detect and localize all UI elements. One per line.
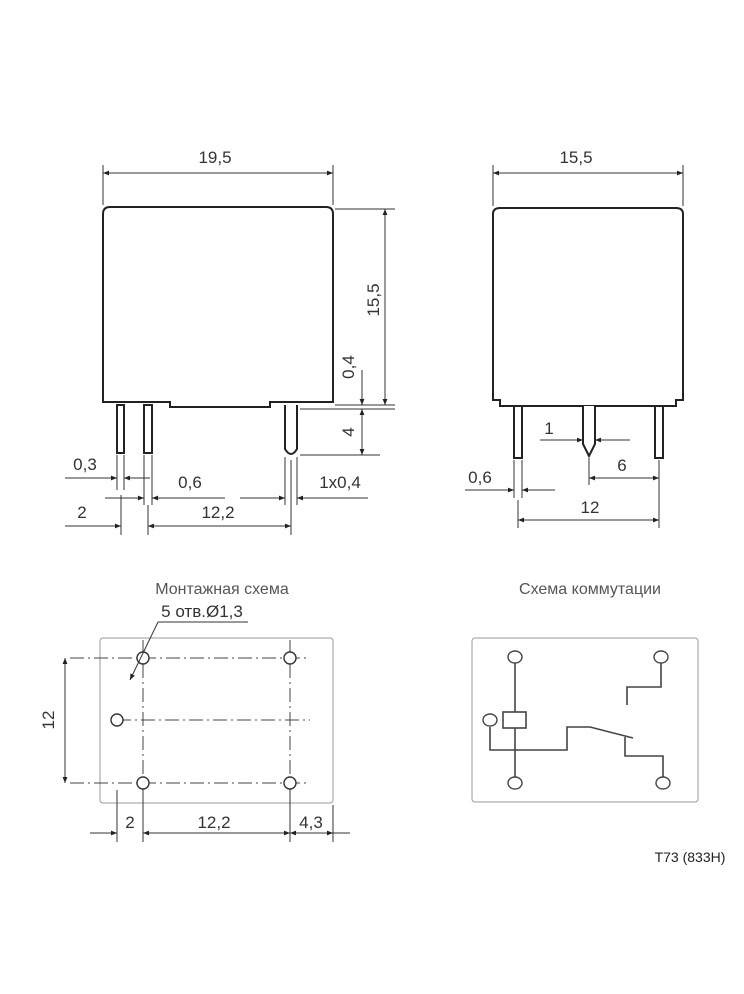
side-pin-thick-label: 0,6: [468, 468, 492, 487]
height-label: 15,5: [364, 283, 383, 316]
wiring-diagram: Схема коммутации: [471, 581, 699, 803]
model-label: T73 (833H): [655, 849, 726, 865]
holes-label: 5 отв.Ø1,3: [161, 602, 243, 621]
front-view: 19,5 15,5 0,4 4 0,3 0,6 1x0,4 2 12,2: [65, 148, 395, 535]
mounting-offset-label: 2: [125, 813, 134, 832]
mounting-pitch-label: 12,2: [197, 813, 230, 832]
mounting-title: Монтажная схема: [155, 581, 289, 598]
pin-thin-label: 0,3: [73, 455, 97, 474]
side-pin-6-label: 6: [617, 456, 626, 475]
terminal-icons: [482, 650, 671, 790]
mounting-edge-label: 4,3: [299, 813, 323, 832]
pin-thick-label: 0,6: [178, 473, 202, 492]
side-width-label: 15,5: [559, 148, 592, 167]
side-pin-1-label: 1: [544, 419, 553, 438]
wiring-title: Схема коммутации: [519, 581, 661, 598]
mounting-holes: [110, 651, 297, 790]
side-pitch-label: 12: [581, 498, 600, 517]
coil-icon: [502, 711, 527, 729]
pin-length-label: 4: [339, 427, 358, 436]
mounting-diagram: Монтажная схема 5 отв.Ø1,3 12 2 12,2 4,3: [39, 581, 350, 842]
pin-flat-label: 1x0,4: [319, 473, 361, 492]
gap-label: 0,4: [339, 355, 358, 379]
mounting-height-label: 12: [39, 711, 58, 730]
width-label: 19,5: [198, 148, 231, 167]
pitch-label: 12,2: [201, 503, 234, 522]
offset-label: 2: [77, 503, 86, 522]
side-view: 15,5 1 6 0,6 12: [465, 148, 684, 528]
